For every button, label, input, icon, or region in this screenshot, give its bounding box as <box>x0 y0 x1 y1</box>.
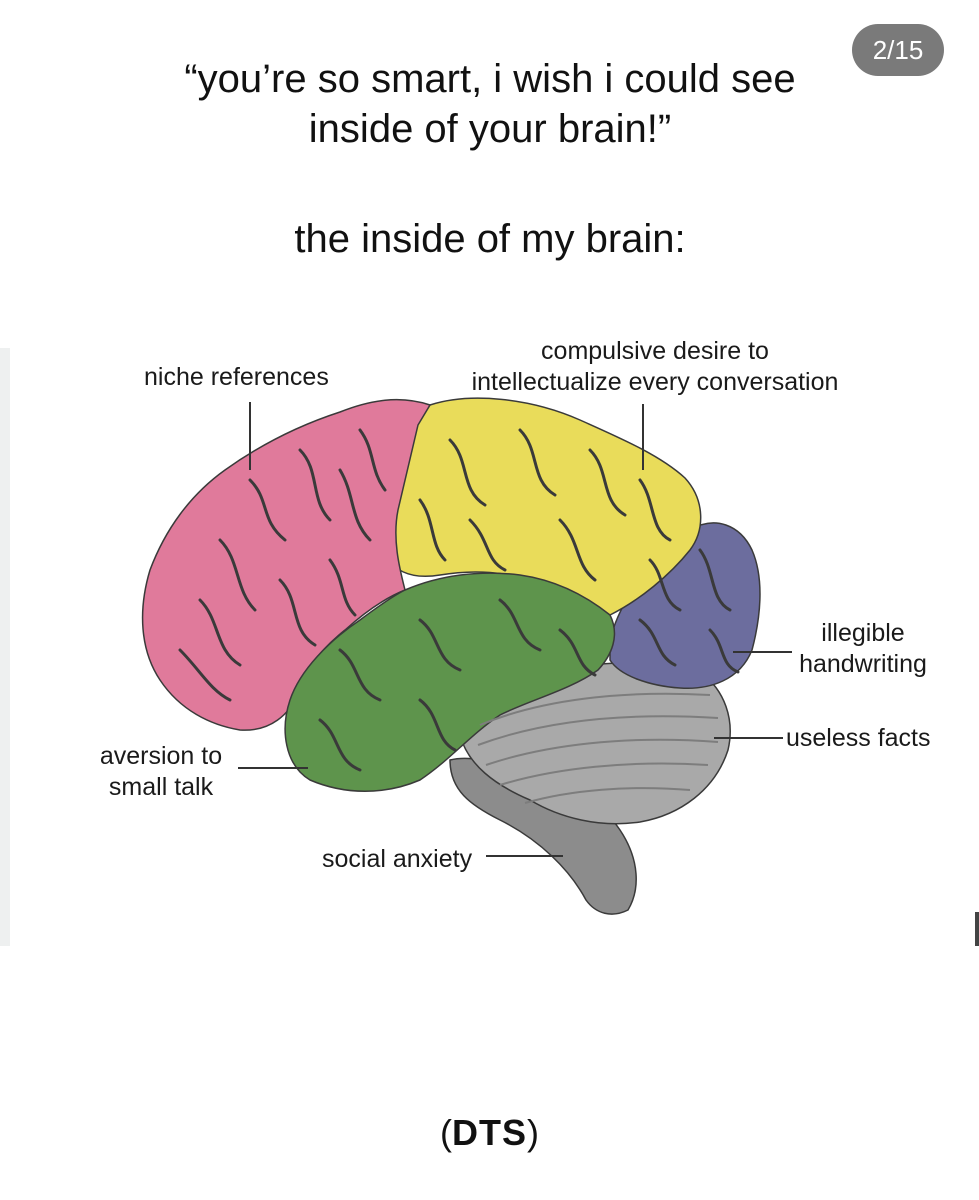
frontal-region <box>141 398 432 731</box>
label-niche-references: niche references <box>144 363 329 391</box>
label-aversion-line-1: aversion to <box>99 742 223 770</box>
logo-paren-open: ( <box>440 1112 452 1153</box>
label-compulsive-line-2: intellectualize every conversation <box>471 368 839 396</box>
right-edge-mark <box>975 912 979 946</box>
label-aversion-line-2: small talk <box>108 773 214 801</box>
label-aversion-small-talk: aversion to small talk <box>90 741 232 803</box>
gyri-grooves <box>178 428 740 772</box>
label-illegible-handwriting: illegible handwriting <box>788 618 938 680</box>
dts-logo: (DTS) <box>0 1112 979 1154</box>
temporal-region <box>284 572 616 792</box>
label-compulsive-line-1: compulsive desire to <box>541 337 769 365</box>
slide-counter-badge: 2/15 <box>852 24 944 76</box>
left-edge-strip <box>0 348 10 946</box>
headline-line-1: “you’re so smart, i wish i could see <box>184 57 796 101</box>
label-illegible-line-2: handwriting <box>799 650 927 678</box>
slide-counter: 2/15 <box>872 34 924 65</box>
cerebellum-striations <box>477 692 719 804</box>
headline-quote: “you’re so smart, i wish i could see ins… <box>60 54 920 154</box>
leader-lines <box>238 402 792 857</box>
logo-paren-close: ) <box>527 1112 539 1153</box>
logo-text: DTS <box>452 1112 527 1153</box>
label-compulsive-desire: compulsive desire to intellectualize eve… <box>450 336 860 398</box>
label-social-anxiety: social anxiety <box>322 845 473 873</box>
headline-line-2: inside of your brain!” <box>308 107 672 151</box>
label-illegible-line-1: illegible <box>821 619 905 647</box>
label-useless-facts: useless facts <box>786 724 931 752</box>
headline-subline: the inside of my brain: <box>294 217 686 261</box>
